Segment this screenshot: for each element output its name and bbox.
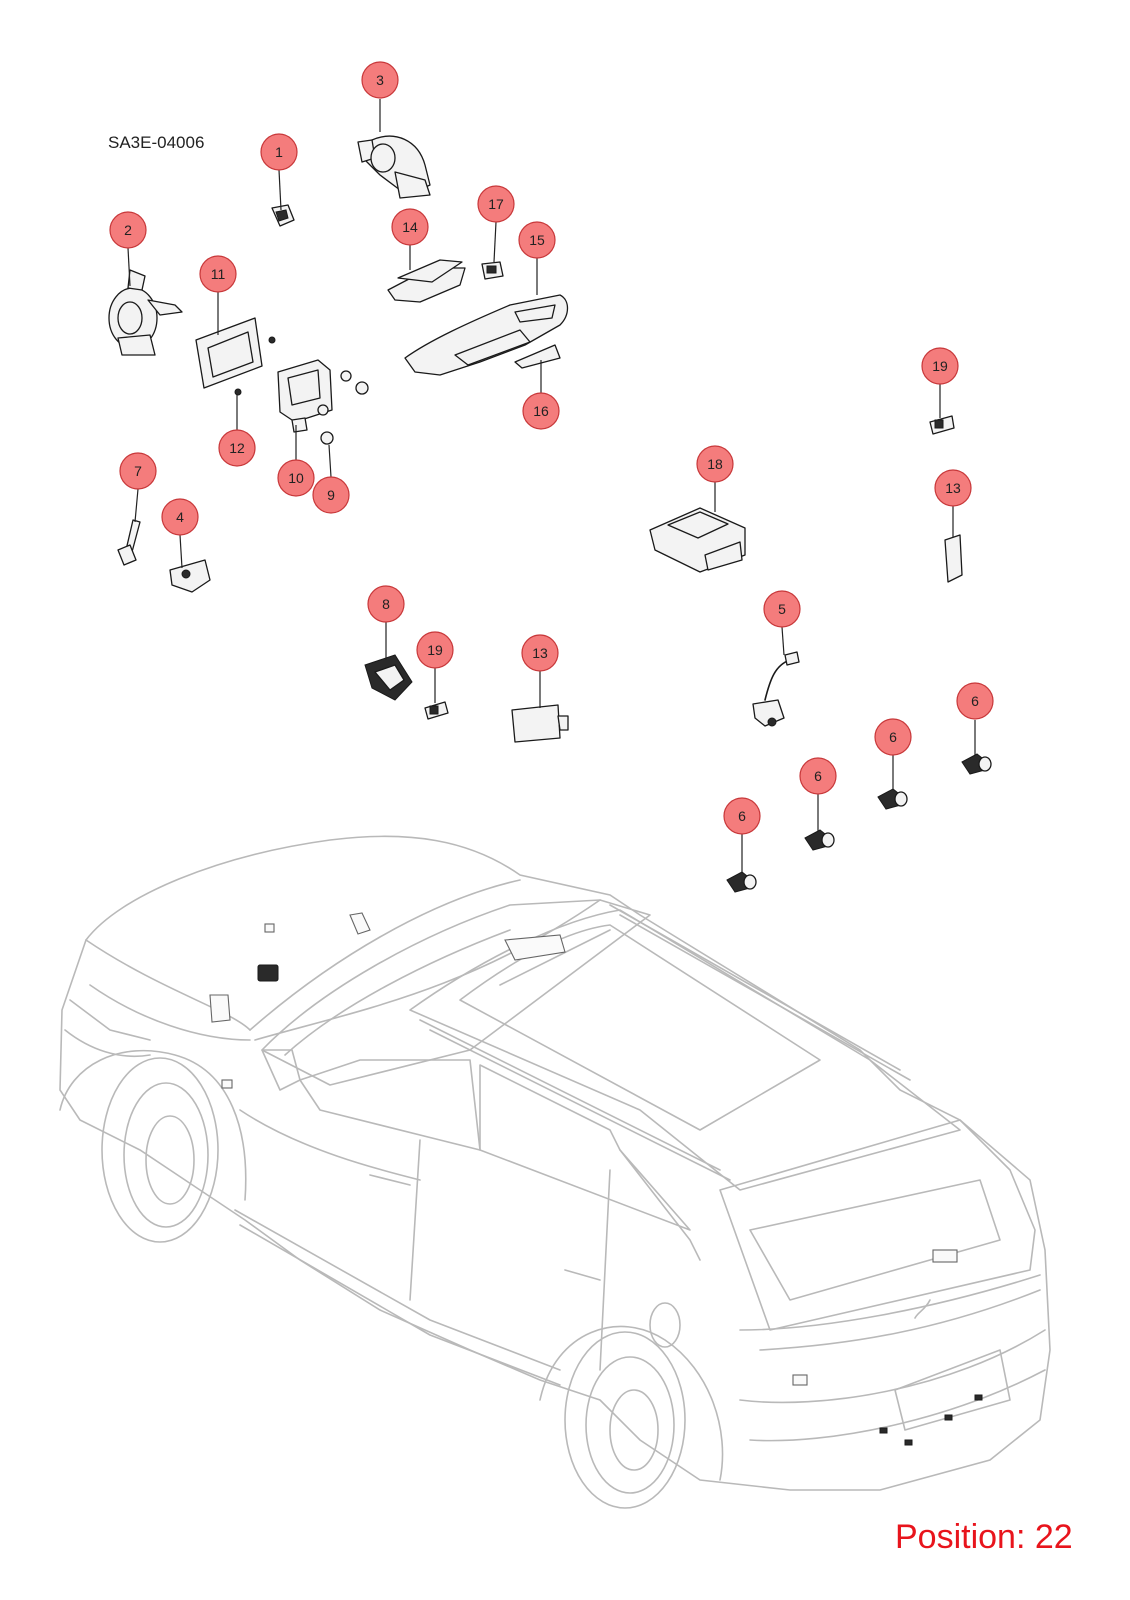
callout-2: 2 — [109, 211, 147, 249]
part-3-horn — [357, 135, 431, 199]
part-15-overhead-console — [404, 294, 569, 376]
callout-7: 7 — [119, 452, 157, 490]
part-6-parking-sensor-c — [877, 788, 908, 810]
callout-6a: 6 — [723, 797, 761, 835]
callout-15: 15 — [518, 221, 556, 259]
svg-text:2: 2 — [124, 222, 132, 238]
callout-4: 4 — [161, 498, 199, 536]
part-13-control-unit-center — [511, 704, 569, 743]
part-11-bracket — [195, 317, 276, 389]
svg-text:7: 7 — [134, 463, 142, 479]
callout-3: 3 — [361, 61, 399, 99]
svg-text:11: 11 — [211, 266, 226, 282]
part-4-sensor-bracket — [169, 559, 211, 593]
svg-text:9: 9 — [327, 487, 335, 503]
part-nuts — [317, 370, 369, 416]
part-1-connector — [271, 204, 295, 227]
callout-10: 10 — [277, 459, 315, 497]
svg-text:13: 13 — [532, 645, 548, 661]
callout-14: 14 — [391, 208, 429, 246]
part-16-cover — [514, 344, 561, 369]
document-code: SA3E-04006 — [108, 133, 205, 152]
svg-text:13: 13 — [945, 480, 961, 496]
svg-text:17: 17 — [488, 196, 504, 212]
callout-5: 5 — [763, 590, 801, 628]
part-17-sensor — [481, 261, 504, 280]
part-6-parking-sensor-b — [804, 829, 835, 851]
svg-text:6: 6 — [738, 808, 746, 824]
part-7-antenna — [117, 519, 141, 566]
part-2-horn — [108, 269, 183, 356]
callout-1: 1 — [260, 133, 298, 171]
svg-text:3: 3 — [376, 72, 384, 88]
svg-text:14: 14 — [402, 219, 418, 235]
callout-13a: 13 — [934, 469, 972, 507]
callout-6d: 6 — [956, 682, 994, 720]
callout-12: 12 — [218, 429, 256, 467]
part-8-module — [364, 654, 413, 701]
svg-text:16: 16 — [533, 403, 549, 419]
part-19-connector-right — [929, 415, 955, 435]
svg-text:1: 1 — [275, 144, 283, 160]
callout-18: 18 — [696, 445, 734, 483]
svg-text:19: 19 — [427, 642, 443, 658]
callout-13b: 13 — [521, 634, 559, 672]
position-label: Position: 22 — [895, 1518, 1073, 1556]
svg-text:18: 18 — [707, 456, 723, 472]
svg-text:6: 6 — [889, 729, 897, 745]
svg-text:8: 8 — [382, 596, 390, 612]
callout-17: 17 — [477, 185, 515, 223]
callout-19b: 19 — [416, 631, 454, 669]
svg-text:10: 10 — [288, 470, 304, 486]
svg-text:6: 6 — [814, 768, 822, 784]
installed-parts — [209, 912, 983, 1446]
svg-text:12: 12 — [229, 440, 245, 456]
svg-text:4: 4 — [176, 509, 184, 525]
callout-9: 9 — [312, 476, 350, 514]
callout-16: 16 — [522, 392, 560, 430]
part-18-ecu — [649, 507, 746, 573]
part-5-camera — [752, 651, 800, 727]
callout-11: 11 — [199, 255, 237, 293]
callout-6c: 6 — [874, 718, 912, 756]
part-14-module — [387, 259, 466, 303]
part-10-relay-box — [277, 359, 333, 433]
svg-text:6: 6 — [971, 693, 979, 709]
callout-6b: 6 — [799, 757, 837, 795]
leader-lines — [127, 99, 976, 872]
part-6-parking-sensor-d — [961, 753, 992, 775]
part-19-connector-left — [424, 701, 449, 720]
svg-text:5: 5 — [778, 601, 786, 617]
svg-text:19: 19 — [932, 358, 948, 374]
part-6-parking-sensor-a — [726, 871, 757, 893]
callout-8: 8 — [367, 585, 405, 623]
svg-text:15: 15 — [529, 232, 545, 248]
part-9-nut — [320, 431, 334, 445]
callout-19a: 19 — [921, 347, 959, 385]
part-13-sensor-right — [944, 534, 963, 583]
part-12-screw — [234, 388, 242, 396]
